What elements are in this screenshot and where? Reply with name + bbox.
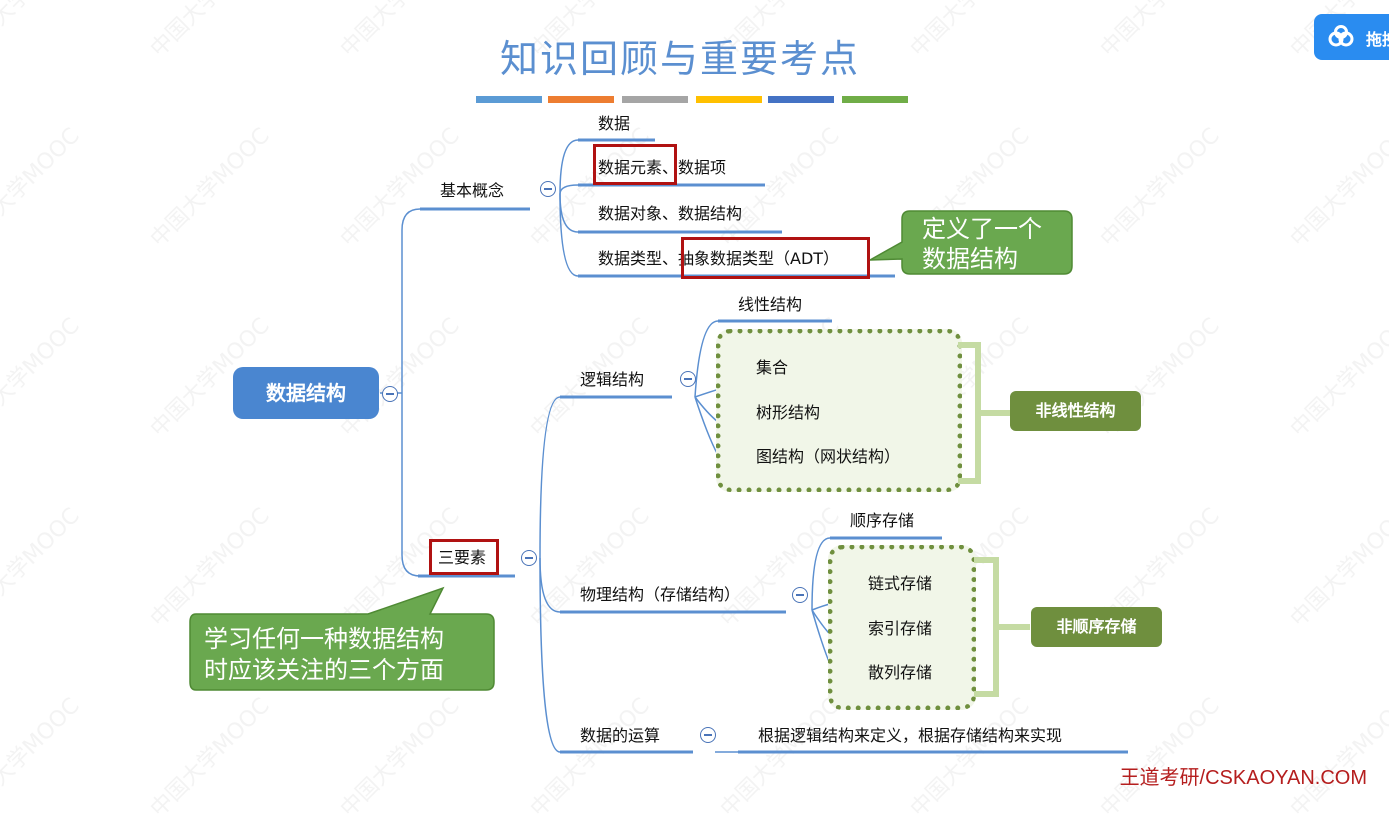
cloud-drag-button[interactable]: 拖拽 [1314, 14, 1389, 60]
three-collapse-icon[interactable] [521, 550, 537, 566]
node-data-element[interactable]: 数据元素、数据项 [598, 158, 726, 178]
data-operations-node[interactable]: 数据的运算 [580, 726, 661, 745]
basic-concepts-node[interactable]: 基本概念 [440, 181, 505, 200]
node-data-type[interactable]: 数据类型、抽象数据类型（ADT） [598, 249, 839, 269]
brand-footer: 王道考研/CSKAOYAN.COM [1119, 767, 1367, 789]
highlight-data-element [593, 144, 677, 185]
linear-structure-node[interactable]: 线性结构 [738, 295, 803, 314]
basic-collapse-icon[interactable] [540, 181, 556, 197]
title-color-bar [476, 96, 910, 103]
hash-storage-node[interactable]: 散列存储 [868, 663, 933, 682]
three-callout-line1: 学习任何一种数据结构 [204, 625, 444, 653]
three-callout-line2: 时应该关注的三个方面 [204, 656, 444, 684]
highlight-three-elements [429, 539, 499, 575]
data-type-text: 数据类型、 [598, 249, 679, 268]
nonsequential-group-box [828, 545, 976, 710]
nonsequential-bracket [974, 557, 1030, 697]
graph-structure-node[interactable]: 图结构（网状结构） [756, 447, 901, 466]
physical-collapse-icon[interactable] [792, 587, 808, 603]
adt-callout-line1: 定义了一个 [922, 215, 1042, 243]
logical-structure-node[interactable]: 逻辑结构 [580, 370, 645, 389]
node-data[interactable]: 数据 [598, 114, 631, 133]
set-node[interactable]: 集合 [756, 358, 789, 377]
nonsequential-tag: 非顺序存储 [1031, 607, 1162, 647]
root-node[interactable]: 数据结构 [233, 367, 379, 419]
sequential-storage-node[interactable]: 顺序存储 [850, 511, 915, 530]
cloud-icon [1328, 25, 1354, 47]
nonlinear-tag: 非线性结构 [1010, 391, 1141, 431]
logical-collapse-icon[interactable] [680, 371, 696, 387]
adt-text: 抽象数据类型（ADT） [678, 249, 840, 268]
nonlinear-bracket [958, 342, 1010, 484]
node-data-object[interactable]: 数据对象、数据结构 [598, 204, 743, 223]
three-callout [189, 586, 495, 691]
data-element-text: 数据元素 [598, 158, 663, 177]
adt-callout-line2: 数据结构 [922, 245, 1018, 273]
index-storage-node[interactable]: 索引存储 [868, 619, 933, 638]
linked-storage-node[interactable]: 链式存储 [868, 574, 933, 593]
page-title: 知识回顾与重要考点 [499, 37, 860, 81]
tree-structure-node[interactable]: 树形结构 [756, 403, 821, 422]
highlight-adt [681, 237, 870, 279]
operations-detail-node[interactable]: 根据逻辑结构来定义，根据存储结构来实现 [758, 726, 1063, 745]
data-item-text: 、数据项 [662, 158, 727, 177]
operations-collapse-icon[interactable] [700, 727, 716, 743]
three-elements-node[interactable]: 三要素 [438, 548, 487, 567]
physical-structure-node[interactable]: 物理结构（存储结构） [580, 585, 741, 604]
cloud-button-label: 拖拽 [1366, 30, 1389, 49]
root-collapse-icon[interactable] [382, 386, 398, 402]
nonlinear-group-box [716, 329, 962, 492]
adt-callout [869, 210, 1073, 275]
